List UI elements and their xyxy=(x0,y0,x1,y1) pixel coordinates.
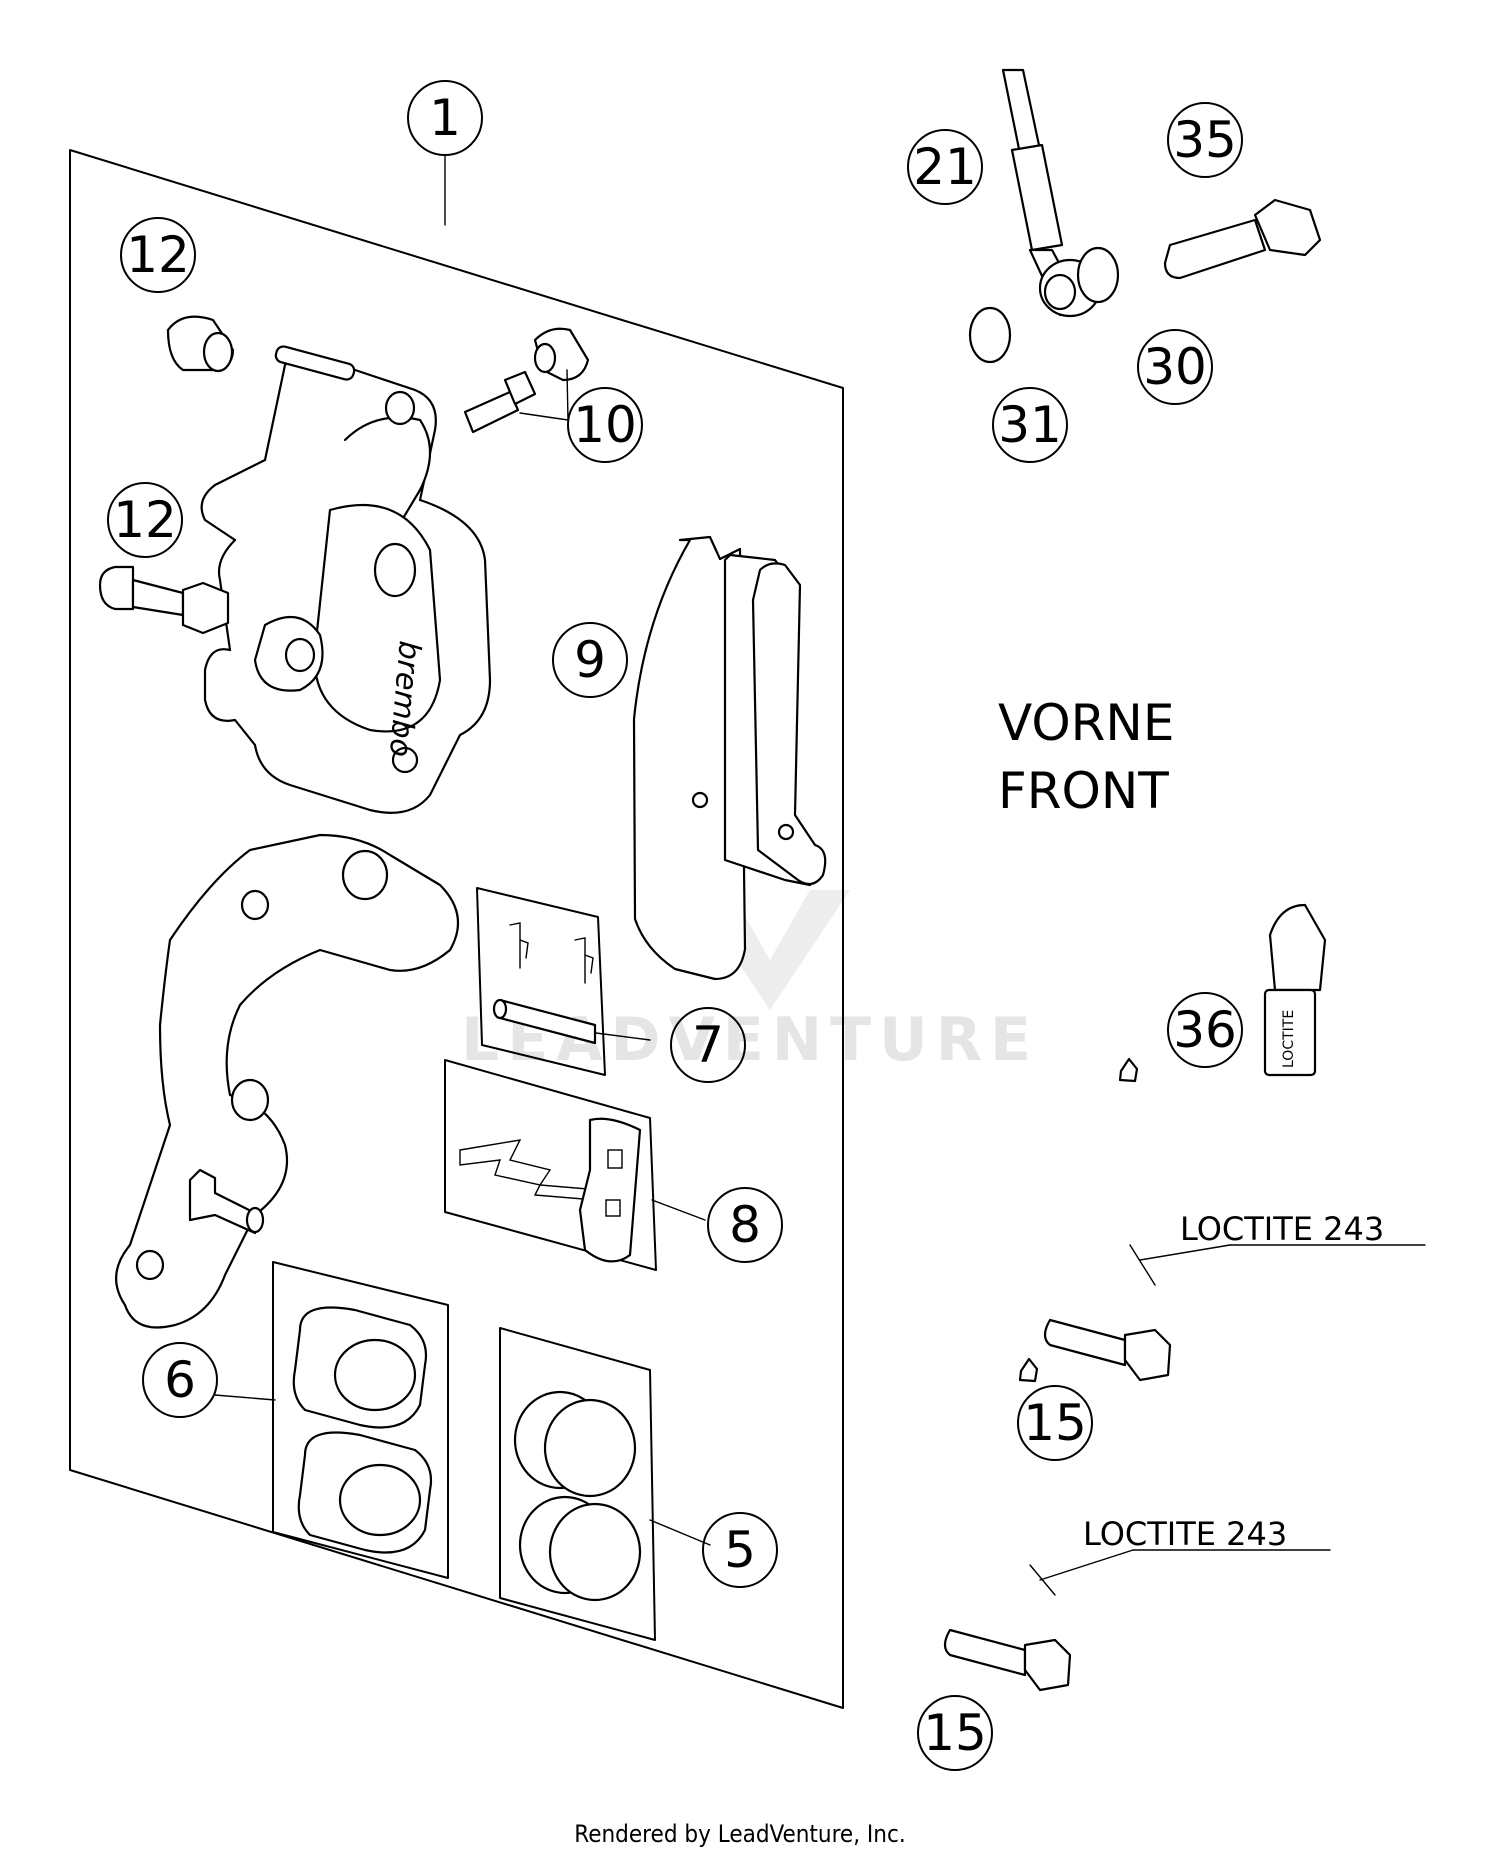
sealing-washer xyxy=(968,306,1012,364)
callout-15-lower: 15 xyxy=(917,1695,993,1771)
svg-text:12: 12 xyxy=(126,226,190,284)
callout-8: 8 xyxy=(707,1187,783,1263)
bolt-lower xyxy=(943,1357,1072,1692)
direction-label-front: FRONT xyxy=(998,762,1169,820)
brake-pads xyxy=(632,535,827,981)
svg-text:10: 10 xyxy=(573,396,637,454)
callout-12-bolt: 12 xyxy=(107,482,183,558)
caliper-kit-panel xyxy=(69,149,844,1709)
spring-kit xyxy=(444,1059,657,1271)
callout-31: 31 xyxy=(992,387,1068,463)
svg-text:35: 35 xyxy=(1173,111,1237,169)
callout-7: 7 xyxy=(670,1007,746,1083)
svg-text:5: 5 xyxy=(724,1521,756,1579)
loctite-tube-label: LOCTITE xyxy=(1281,1010,1297,1068)
callout-30: 30 xyxy=(1137,329,1213,405)
svg-text:21: 21 xyxy=(913,138,977,196)
svg-text:7: 7 xyxy=(692,1016,724,1074)
callout-9: 9 xyxy=(552,622,628,698)
svg-text:12: 12 xyxy=(113,491,177,549)
pin-kit xyxy=(476,887,606,1076)
svg-text:30: 30 xyxy=(1143,338,1207,396)
svg-text:15: 15 xyxy=(1023,1394,1087,1452)
bolt-upper xyxy=(1043,1057,1172,1382)
svg-text:8: 8 xyxy=(729,1196,761,1254)
callout-21: 21 xyxy=(907,129,983,205)
bleeder-cap xyxy=(166,315,235,373)
loctite-label-upper: LOCTITE 243 xyxy=(1180,1210,1384,1248)
piston-kit xyxy=(272,1261,449,1579)
seal-kit xyxy=(499,1327,656,1641)
svg-text:36: 36 xyxy=(1173,1001,1237,1059)
callout-1: 1 xyxy=(407,80,483,156)
callout-35: 35 xyxy=(1167,102,1243,178)
leader-lines xyxy=(214,154,1426,1596)
svg-text:1: 1 xyxy=(429,89,461,147)
brake-caliper: brembo xyxy=(200,345,492,814)
callout-15-upper: 15 xyxy=(1017,1385,1093,1461)
caliper-bracket xyxy=(115,833,460,1329)
svg-text:9: 9 xyxy=(574,631,606,689)
svg-text:6: 6 xyxy=(164,1351,196,1409)
loctite-tube: LOCTITE xyxy=(1263,903,1327,1077)
caliper-bolt xyxy=(98,565,230,635)
svg-text:31: 31 xyxy=(998,396,1062,454)
callout-10: 10 xyxy=(567,387,643,463)
direction-label-vorne: VORNE xyxy=(998,694,1174,752)
callout-36: 36 xyxy=(1167,992,1243,1068)
callout-12-top: 12 xyxy=(120,217,196,293)
callout-6: 6 xyxy=(142,1342,218,1418)
footer-credit: Rendered by LeadVenture, Inc. xyxy=(574,1820,905,1848)
loctite-label-lower: LOCTITE 243 xyxy=(1083,1515,1287,1553)
callout-5: 5 xyxy=(702,1512,778,1588)
callouts: 1 12 12 10 9 7 8 6 5 21 35 30 31 36 15 1… xyxy=(107,80,1243,1771)
banjo-bolt xyxy=(1076,198,1322,304)
svg-text:15: 15 xyxy=(923,1704,987,1762)
